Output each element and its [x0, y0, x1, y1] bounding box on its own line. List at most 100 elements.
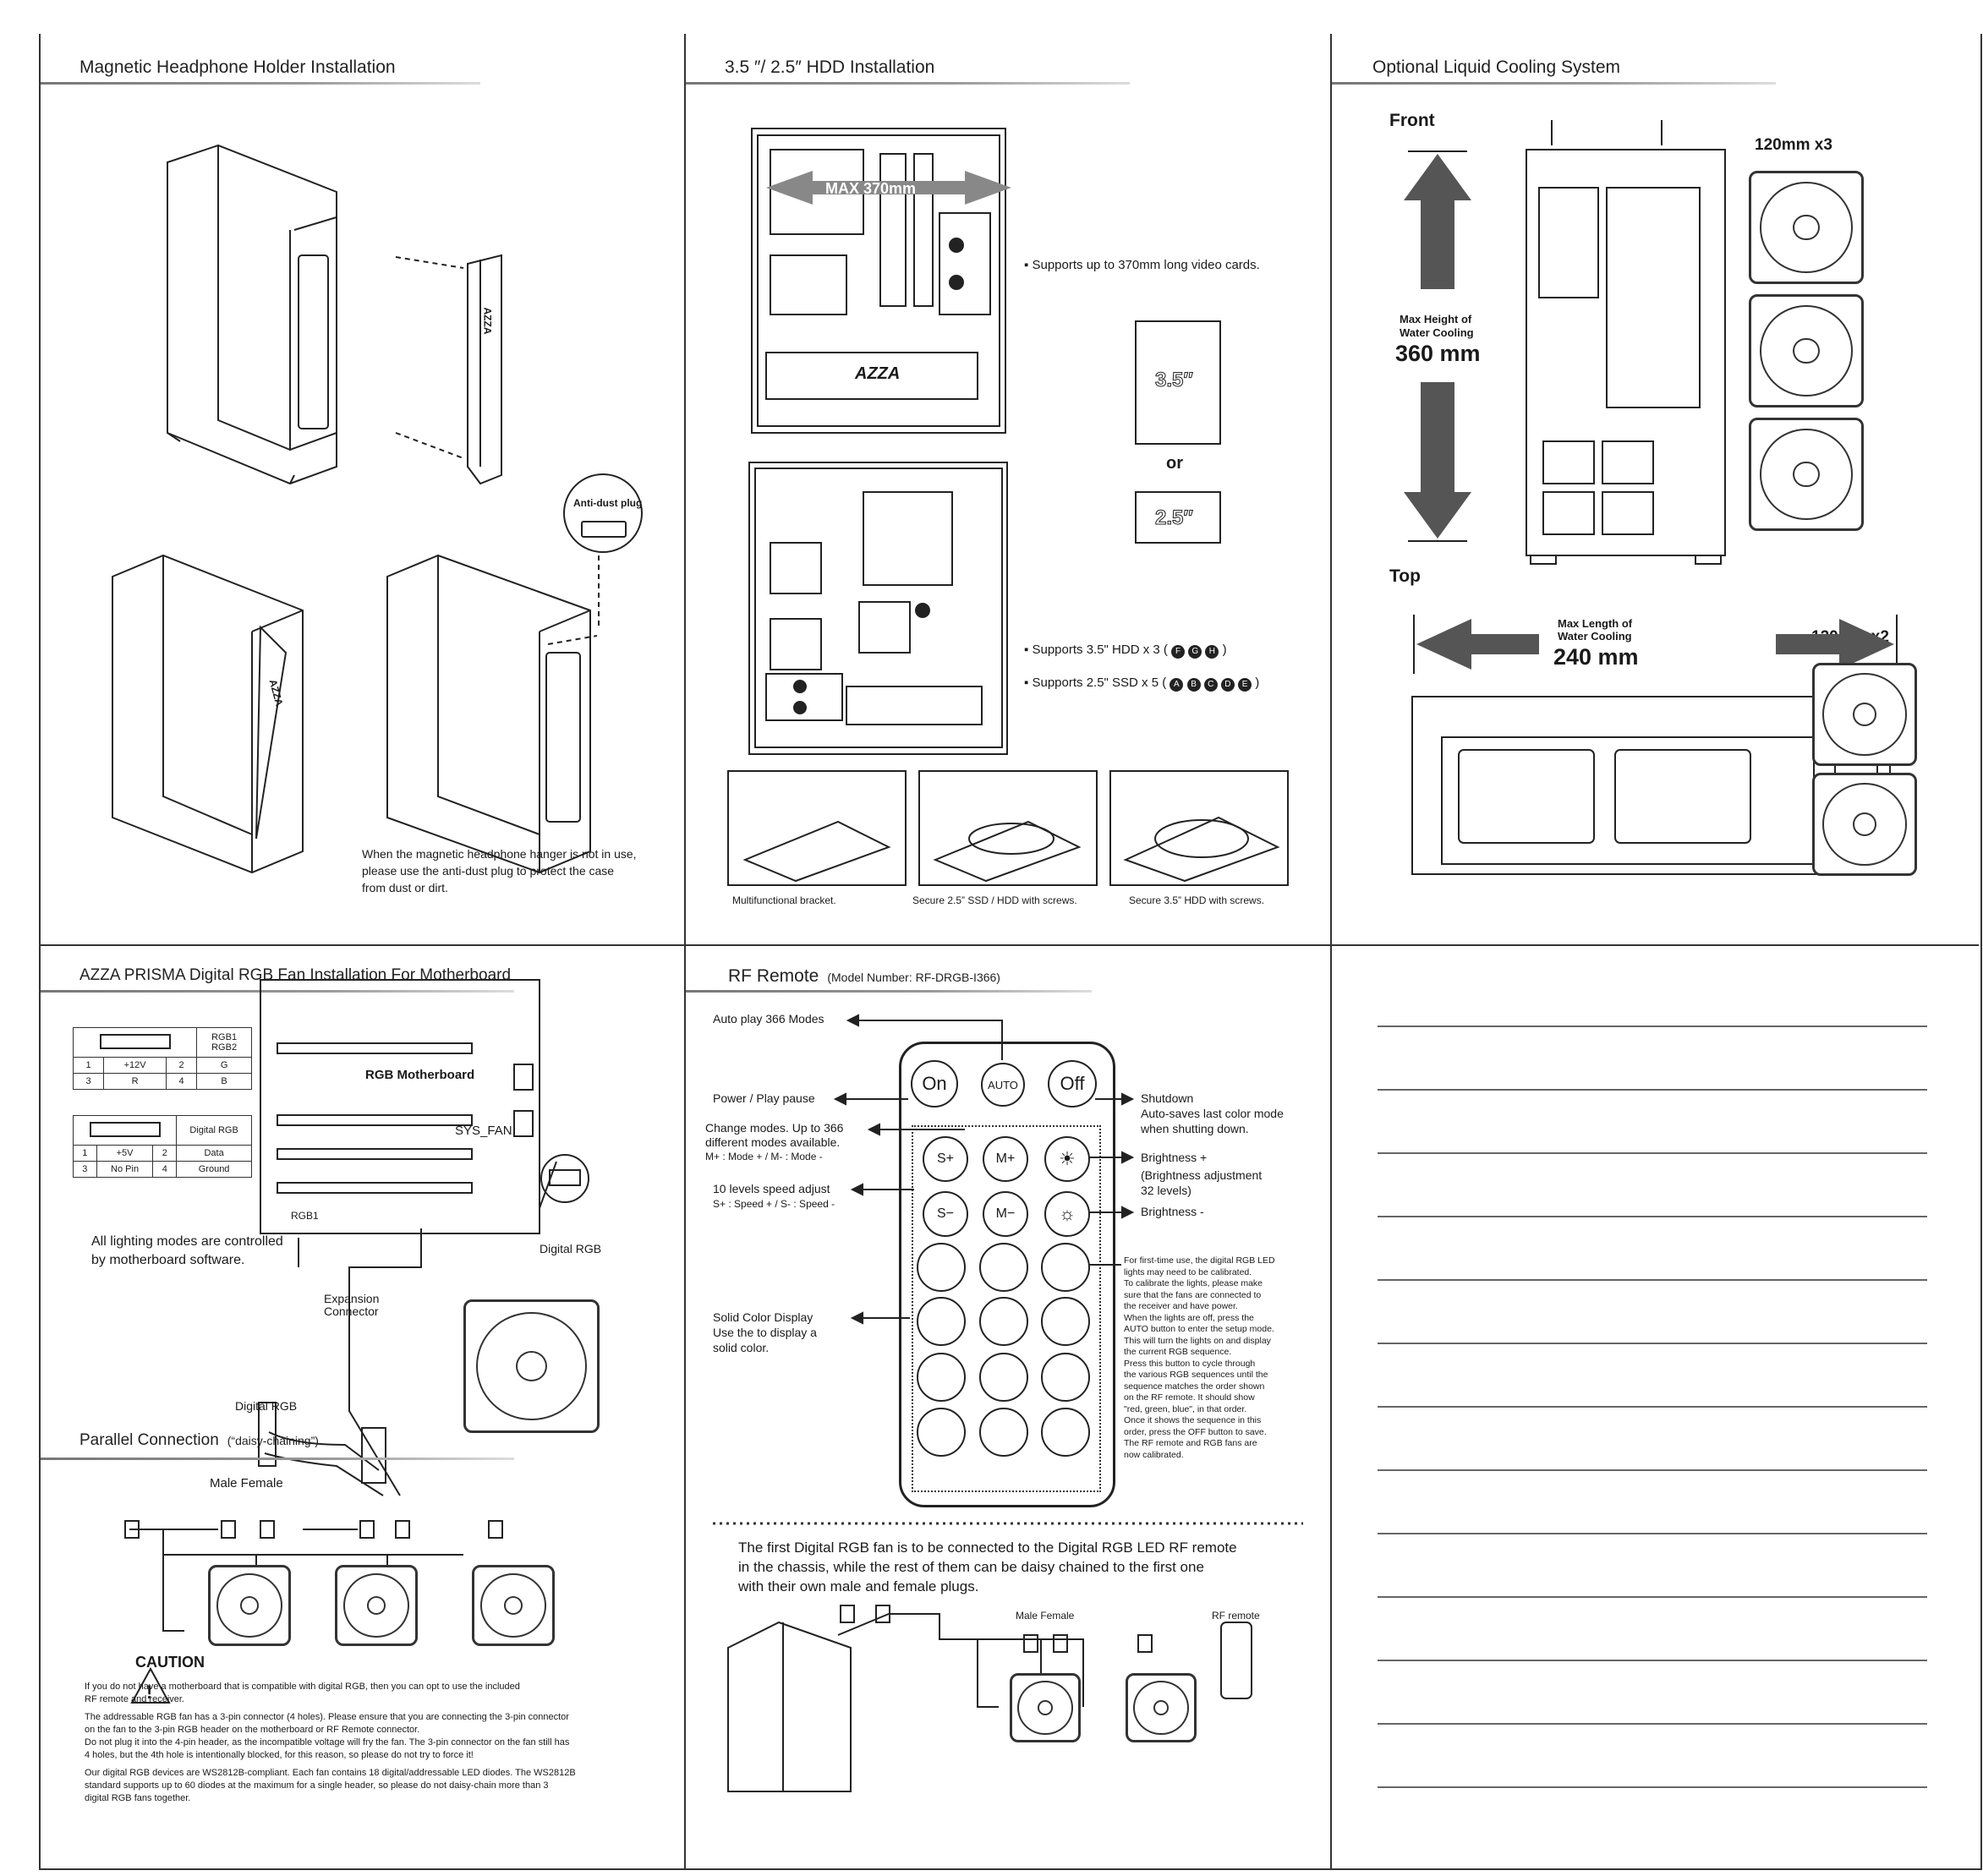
badge-g: G [1188, 645, 1202, 659]
note-line [1378, 1152, 1927, 1154]
color-button-3[interactable] [1041, 1243, 1090, 1292]
title-underline [41, 82, 480, 85]
on-button[interactable]: On [911, 1060, 958, 1108]
case-side-diagram [727, 128, 1289, 886]
note-line [1378, 1279, 1927, 1281]
fan-remote-chain-1 [1010, 1673, 1081, 1742]
section-title: 3.5 ″/ 2.5″ HDD Installation [725, 57, 935, 77]
badge-b: B [1186, 678, 1201, 692]
calibration-note: For first-time use, the digital RGB LED … [1124, 1255, 1275, 1460]
color-button-11[interactable] [979, 1408, 1028, 1457]
change-label-3: M+ : Mode + / M- : Mode - [705, 1151, 823, 1162]
case-brand: AZZA [855, 364, 901, 383]
mode-minus-button[interactable]: M− [983, 1191, 1028, 1237]
badge-e: E [1238, 678, 1252, 692]
fan-front-2 [1749, 294, 1864, 407]
auto-play-label: Auto play 366 Modes [713, 1012, 824, 1026]
rgb1-label: RGB1 [291, 1210, 319, 1222]
height-label-1: Max Height of [1400, 313, 1472, 325]
drgb-header-icon [89, 1121, 161, 1137]
caution-p1-1: If you do not have a motherboard that is… [85, 1682, 520, 1692]
mode-plus-button[interactable]: M+ [983, 1136, 1028, 1182]
note-line [1378, 1406, 1927, 1408]
length-value: 240 mm [1553, 644, 1639, 670]
expansion-label-1: Expansion [324, 1292, 380, 1305]
badge-c: C [1203, 678, 1218, 692]
change-label-1: Change modes. Up to 366 [705, 1121, 844, 1135]
note-line [1378, 1723, 1927, 1725]
badge-h: H [1205, 645, 1219, 659]
power-label: Power / Play pause [713, 1091, 815, 1105]
note-line-3: from dust or dirt. [362, 881, 448, 894]
color-button-4[interactable] [917, 1297, 966, 1346]
male-female-label: Male Female [210, 1476, 283, 1490]
color-button-8[interactable] [979, 1353, 1028, 1402]
panel-rf-remote: RF Remote(Model Number: RF-DRGB-I366) On… [686, 946, 1329, 1869]
shutdown-label-1: Shutdown [1141, 1091, 1194, 1105]
color-button-2[interactable] [979, 1243, 1028, 1292]
speed-plus-button[interactable]: S+ [923, 1136, 968, 1182]
daisy-line-2: in the chassis, while the rest of them c… [738, 1559, 1204, 1575]
brightness-plus-button[interactable]: ☀ [1044, 1136, 1090, 1182]
pc-case-illustration [112, 144, 643, 874]
sun-icon: ☀ [1059, 1148, 1076, 1169]
speed-label-2: S+ : Speed + / S- : Speed - [713, 1198, 835, 1210]
caution-p1-2: RF remote and receiver. [85, 1694, 184, 1704]
title-underline [1332, 82, 1776, 85]
sun-dim-icon: ☼ [1058, 1203, 1076, 1224]
lighting-line-1: All lighting modes are controlled [91, 1234, 283, 1249]
badge-f: F [1171, 645, 1186, 659]
rf-remote-label: RF remote [1212, 1610, 1260, 1622]
note-line [1378, 1343, 1927, 1344]
svg-text:!: ! [146, 1682, 152, 1703]
note-line [1378, 1089, 1927, 1091]
note-line [1378, 1786, 1927, 1788]
solid-label-2: Use the to display a [713, 1326, 817, 1339]
caution-p2-3: Do not plug it into the 4-pin header, as… [85, 1737, 570, 1747]
front-label: Front [1389, 111, 1435, 130]
color-button-7[interactable] [917, 1353, 966, 1402]
brightness-note-2: 32 levels) [1141, 1184, 1191, 1197]
color-button-10[interactable] [917, 1408, 966, 1457]
fan-remote-chain-2 [1126, 1673, 1197, 1742]
color-button-12[interactable] [1041, 1408, 1090, 1457]
caption-ssd: Secure 2.5” SSD / HDD with screws. [912, 894, 1077, 906]
fans-front-label: 120mm x3 [1755, 136, 1832, 154]
digital-rgb-label: Digital RGB [540, 1242, 602, 1255]
panel-prisma-rgb: AZZA PRISMA Digital RGB Fan Installation… [41, 946, 683, 1869]
color-button-5[interactable] [979, 1297, 1028, 1346]
shutdown-label-2: Auto-saves last color mode [1141, 1107, 1284, 1120]
panel-hdd-installation: 3.5 ″/ 2.5″ HDD Installation [686, 36, 1329, 943]
change-label-2: different modes available. [705, 1135, 841, 1149]
divider-col-2 [1330, 34, 1332, 1870]
panel-liquid-cooling: Optional Liquid Cooling System Front Top… [1332, 36, 1977, 943]
speed-minus-button[interactable]: S− [923, 1191, 968, 1237]
or-label: or [1166, 454, 1183, 473]
note-line-1: When the magnetic headphone hanger is no… [362, 847, 637, 861]
brightness-plus-label: Brightness + [1141, 1151, 1208, 1164]
remote-button-grid-border [912, 1125, 1101, 1492]
brightness-minus-button[interactable]: ☼ [1044, 1191, 1090, 1237]
length-label-2: Water Cooling [1558, 630, 1632, 643]
color-button-9[interactable] [1041, 1353, 1090, 1402]
caution-label: CAUTION [135, 1654, 205, 1671]
support-video-cards: ▪ Supports up to 370mm long video cards. [1024, 258, 1260, 272]
note-line-2: please use the anti-dust plug to protect… [362, 864, 615, 878]
fan-top-2 [1812, 773, 1917, 876]
daisy-line-3: with their own male and female plugs. [738, 1578, 979, 1594]
sys-fan-label: SYS_FAN [455, 1124, 512, 1138]
digital-rgb-connector-label: Digital RGB [235, 1399, 298, 1413]
color-button-6[interactable] [1041, 1297, 1090, 1346]
manual-page-frame [39, 34, 1982, 1870]
auto-button[interactable]: AUTO [981, 1063, 1025, 1107]
top-label: Top [1389, 566, 1421, 586]
caution-p3-2: standard supports up to 60 diodes at the… [85, 1780, 549, 1791]
height-value: 360 mm [1395, 341, 1481, 366]
off-button[interactable]: Off [1048, 1060, 1097, 1108]
fan-motherboard [463, 1299, 600, 1433]
caution-p3-3: digital RGB fans together. [85, 1793, 191, 1803]
color-button-1[interactable] [917, 1243, 966, 1292]
fan-front-3 [1749, 418, 1864, 531]
